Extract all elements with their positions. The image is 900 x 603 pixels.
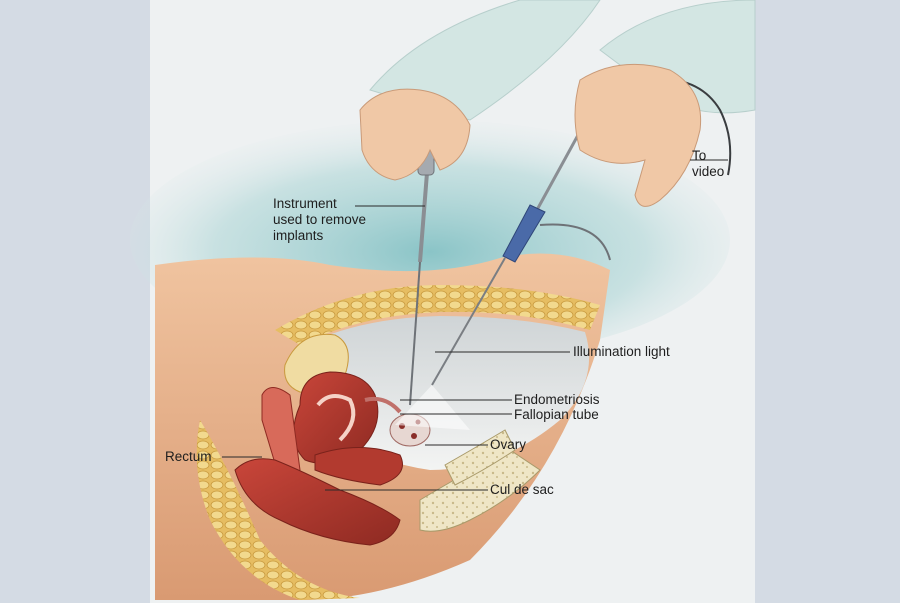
label-illumination-light: Illumination light [573,344,670,359]
implant-2 [411,433,417,439]
sigmoid-colon [314,447,403,486]
label-to-video-line-2: video [692,164,725,179]
label-to-video: To video [692,148,724,180]
label-rectum: Rectum [165,449,212,464]
uterus [293,371,379,464]
rectum [234,458,401,546]
light-cable [539,223,611,261]
vertebra [444,429,516,486]
uterine-lining [316,394,356,442]
label-ovary: Ovary [490,437,527,452]
label-instrument-line-2: used to remove [273,212,367,227]
left-gloved-hand [359,88,471,181]
abdominal-fat-layer [275,285,600,345]
instrument-shaft-inner [409,261,421,406]
instrument-shaft-outer [418,159,430,263]
label-instrument-line-3: implants [273,228,324,243]
fallopian-tube-shape [364,396,402,414]
label-cul-de-sac: Cul de sac [490,482,554,497]
label-instrument: Instrument used to remove implants [273,196,366,244]
lower-fat-layer [196,420,360,600]
right-gloved-hand [574,63,702,207]
illumination-scope-shaft [431,257,506,386]
scope-camera-body [502,204,546,263]
label-to-video-line-1: To [692,148,707,163]
left-sleeve [369,0,601,121]
label-instrument-line-1: Instrument [273,196,337,211]
label-fallopian-tube: Fallopian tube [514,407,599,422]
light-cone [395,385,470,430]
label-endometriosis: Endometriosis [514,392,600,407]
